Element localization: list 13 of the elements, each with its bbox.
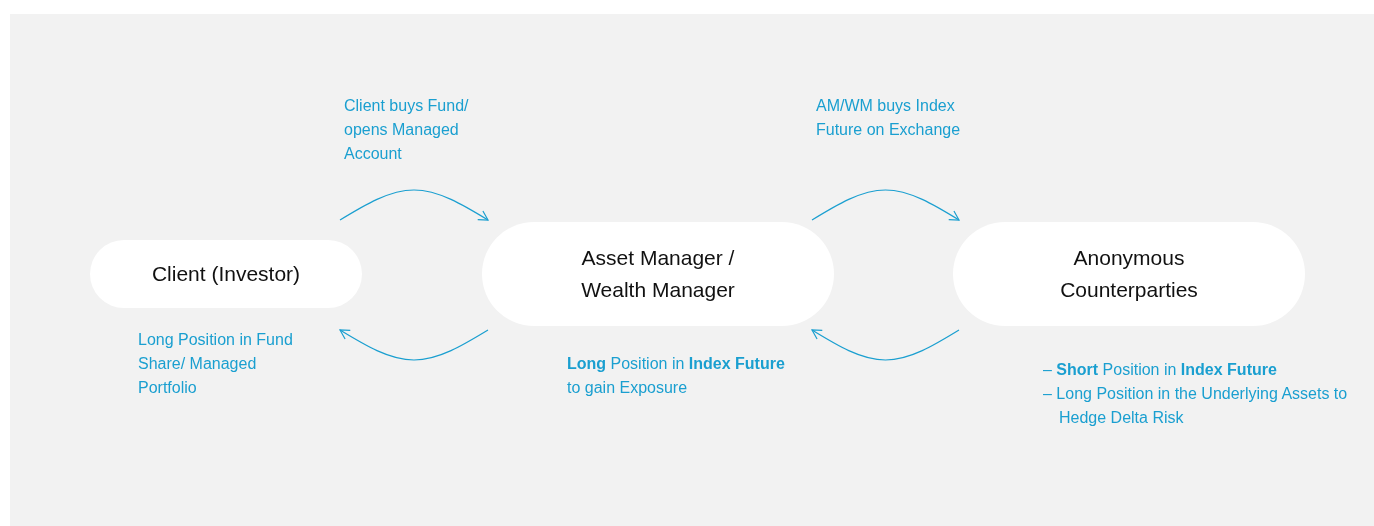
node-label: Client (Investor) <box>151 261 301 287</box>
curved-arrow <box>339 329 489 361</box>
curved-arrow <box>339 189 489 221</box>
curved-arrow <box>811 189 960 221</box>
node-label: Anonymous Counterparties <box>1059 245 1199 303</box>
position-note: Long Position in Fund Share/ Managed Portfolio <box>138 330 294 398</box>
curved-arrow <box>811 329 960 361</box>
node-label: Asset Manager / Wealth Manager <box>580 245 736 303</box>
edge-label: Client buys Fund/ opens Managed Account <box>344 96 470 164</box>
position-note: – Short Position in Index Future <box>1043 360 1278 380</box>
edge-label: AM/WM buys Index Future on Exchange <box>816 96 962 140</box>
position-note: – Long Position in the Underlying Assets to Hedge Delta Risk <box>1043 384 1349 428</box>
position-note: Long Position in Index Future to gain Exposure <box>567 354 786 398</box>
